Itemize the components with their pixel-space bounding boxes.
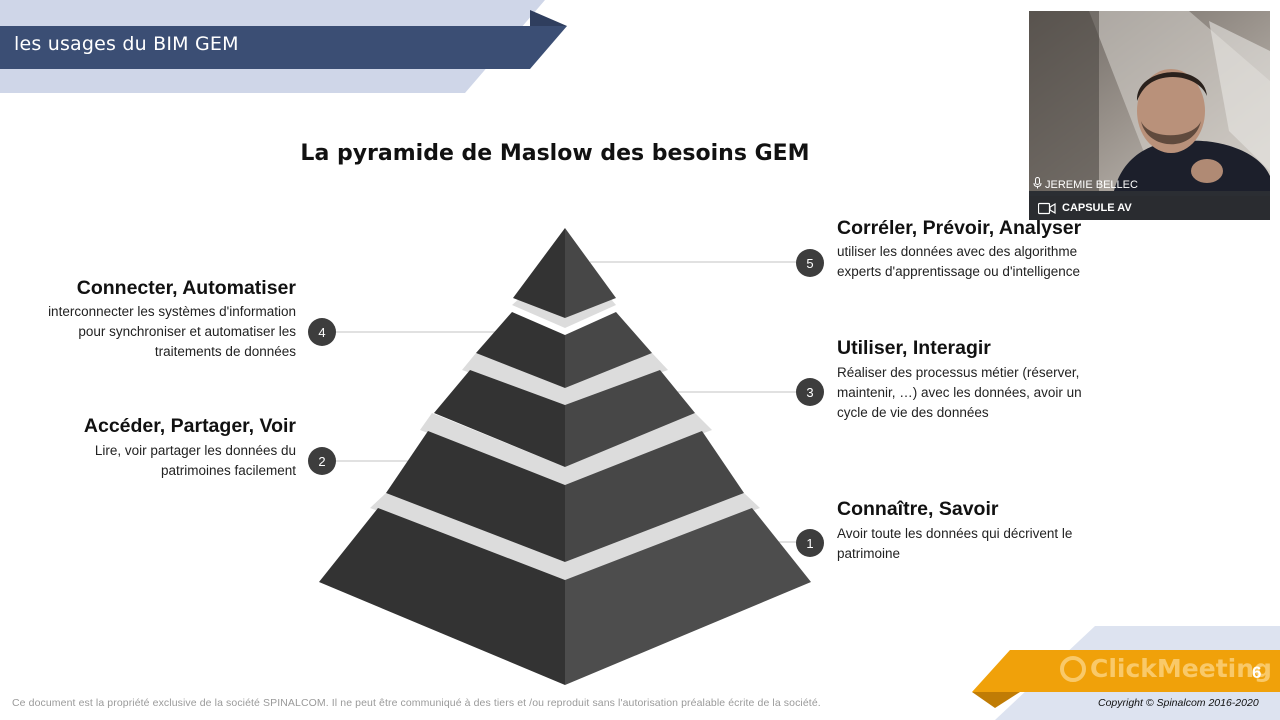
level-3-title: Utiliser, Interagir: [837, 337, 991, 359]
page-title: La pyramide de Maslow des besoins GEM: [300, 141, 810, 166]
footer-disclaimer: Ce document est la propriété exclusive d…: [12, 697, 821, 709]
microphone-icon: [1033, 177, 1042, 192]
level-5-description: utiliser les données avec des algorithme…: [837, 244, 1081, 279]
pyramid-level-2-right: [565, 431, 744, 562]
level-2-badge: 2: [308, 447, 336, 475]
pyramid-level-3-right: [565, 370, 695, 467]
participant-name-label: JEREMIE BELLEC: [1033, 177, 1138, 192]
pyramid-level-3-left: [434, 370, 565, 467]
footer-copyright: Copyright © Spinalcom 2016-2020: [1098, 697, 1259, 709]
slide-number: 6: [1252, 663, 1262, 682]
level-1-badge: 1: [796, 529, 824, 557]
clickmeeting-mark-icon: [1060, 655, 1086, 682]
level-4-title: Connecter, Automatiser: [76, 277, 296, 299]
pyramid-level-4-right: [565, 312, 652, 388]
pyramid-level-1-left: [319, 508, 565, 685]
level-3-badge: 3: [796, 378, 824, 406]
video-bottom-bar: CAPSULE AV: [1029, 196, 1270, 220]
header-title: les usages du BIM GEM: [14, 33, 239, 55]
pyramid-level-1-right: [565, 508, 811, 685]
level-2-description: Lire, voir partager les données du patri…: [94, 443, 296, 478]
level-2-title: Accéder, Partager, Voir: [83, 415, 296, 437]
level-4-badge: 4: [308, 318, 336, 346]
pyramid-level-2-left: [386, 431, 565, 562]
level-5-title: Corréler, Prévoir, Analyser: [837, 217, 1082, 239]
level-1-title: Connaître, Savoir: [837, 498, 999, 520]
header-banner: [0, 0, 567, 93]
level-4-description: interconnecter les systèmes d'informatio…: [48, 304, 296, 359]
clickmeeting-wordmark: ClickMeeting: [1090, 654, 1272, 683]
participant-name: JEREMIE BELLEC: [1045, 178, 1138, 191]
participant-video-tile[interactable]: JEREMIE BELLEC CAPSULE AV: [1029, 11, 1270, 220]
level-1-description: Avoir toute les données qui décrivent le…: [837, 526, 1073, 561]
pyramid-level-5-right: [565, 228, 616, 318]
camera-icon[interactable]: [1037, 202, 1056, 218]
level-5-badge: 5: [796, 249, 824, 277]
participant-video-feed: [1029, 11, 1270, 191]
level-3-description: Réaliser des processus métier (réserver,…: [837, 365, 1082, 420]
pyramid-level-4-left: [476, 312, 565, 388]
video-bar-label: CAPSULE AV: [1062, 202, 1132, 214]
pyramid-level-5-left: [513, 228, 565, 318]
clickmeeting-logo: ClickMeeting: [1060, 654, 1272, 683]
